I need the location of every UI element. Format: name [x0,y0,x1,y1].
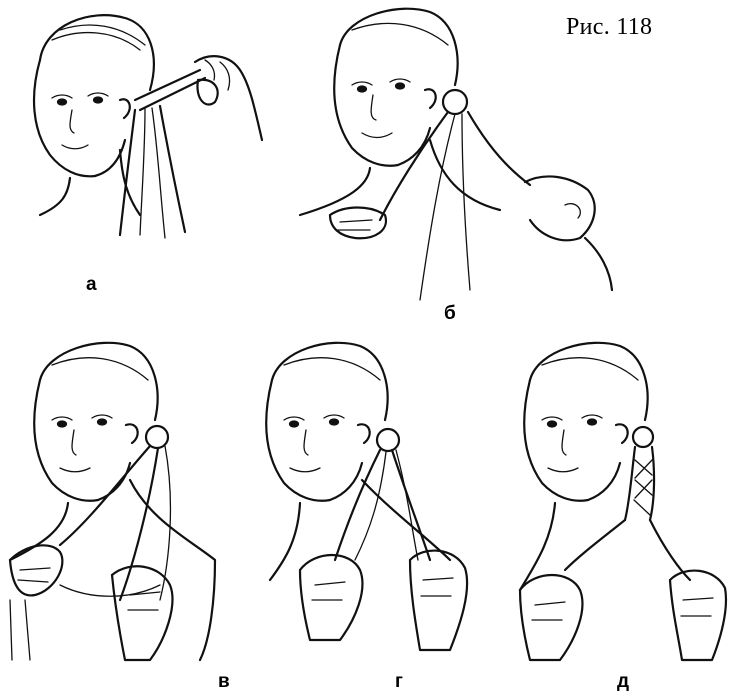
panel-v-illustration [10,343,215,660]
panel-g-illustration [266,343,467,650]
panel-d-illustration [520,343,726,660]
panel-b-illustration [300,9,612,300]
panel-a-illustration [34,15,262,238]
